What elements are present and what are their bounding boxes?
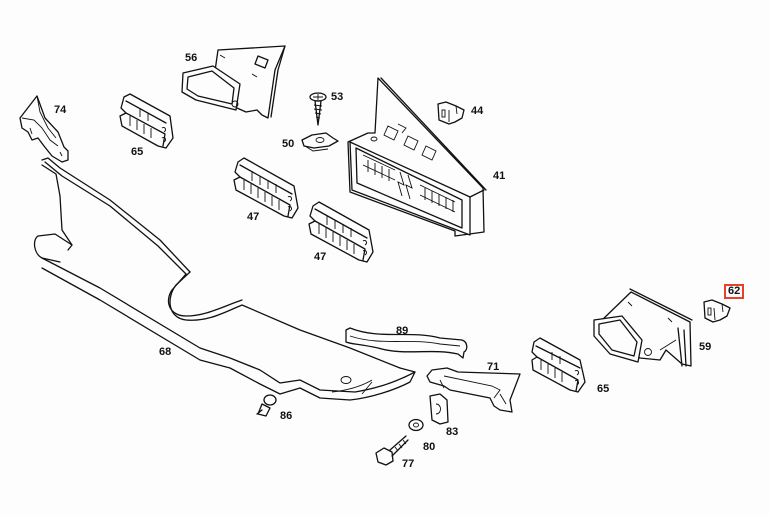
part-47a-drawing[interactable] (233, 157, 299, 219)
part-77-drawing[interactable] (375, 435, 409, 466)
part-59-drawing[interactable] (593, 288, 693, 367)
part-44-drawing[interactable] (437, 101, 465, 125)
part-74-drawing[interactable] (19, 95, 69, 163)
callout-56[interactable]: 56 (185, 52, 198, 64)
part-65a-drawing[interactable] (119, 93, 174, 149)
callout-68[interactable]: 68 (159, 346, 172, 358)
part-89-drawing[interactable] (345, 327, 468, 359)
callout-44[interactable]: 44 (471, 105, 484, 117)
callout-89[interactable]: 89 (396, 325, 409, 337)
part-56-drawing[interactable] (181, 45, 286, 119)
callout-80[interactable]: 80 (423, 441, 436, 453)
callout-50[interactable]: 50 (282, 138, 295, 150)
callout-83[interactable]: 83 (446, 426, 459, 438)
callout-62-highlighted[interactable]: 62 (724, 284, 745, 299)
callout-86[interactable]: 86 (280, 410, 293, 422)
part-86-drawing[interactable] (256, 394, 277, 417)
part-62-drawing[interactable] (703, 299, 731, 323)
callout-41[interactable]: 41 (493, 170, 506, 182)
callout-65-upper[interactable]: 65 (131, 146, 144, 158)
part-47b-drawing[interactable] (308, 201, 374, 263)
callout-47-b[interactable]: 47 (314, 251, 327, 263)
callout-77[interactable]: 77 (402, 458, 415, 470)
part-71-drawing[interactable] (426, 367, 521, 413)
callout-71[interactable]: 71 (487, 361, 500, 373)
callout-74[interactable]: 74 (54, 104, 67, 116)
callout-59[interactable]: 59 (699, 341, 712, 353)
part-53-drawing[interactable] (309, 92, 327, 126)
part-83-drawing[interactable] (429, 393, 449, 425)
part-41-drawing[interactable] (347, 77, 487, 237)
part-65b-drawing[interactable] (531, 337, 586, 393)
part-50-drawing[interactable] (301, 132, 339, 152)
part-80-drawing[interactable] (408, 418, 424, 432)
part-68-drawing[interactable] (33, 157, 416, 401)
callout-47-a[interactable]: 47 (247, 211, 260, 223)
callout-65-lower[interactable]: 65 (597, 383, 610, 395)
callout-53[interactable]: 53 (331, 91, 344, 103)
